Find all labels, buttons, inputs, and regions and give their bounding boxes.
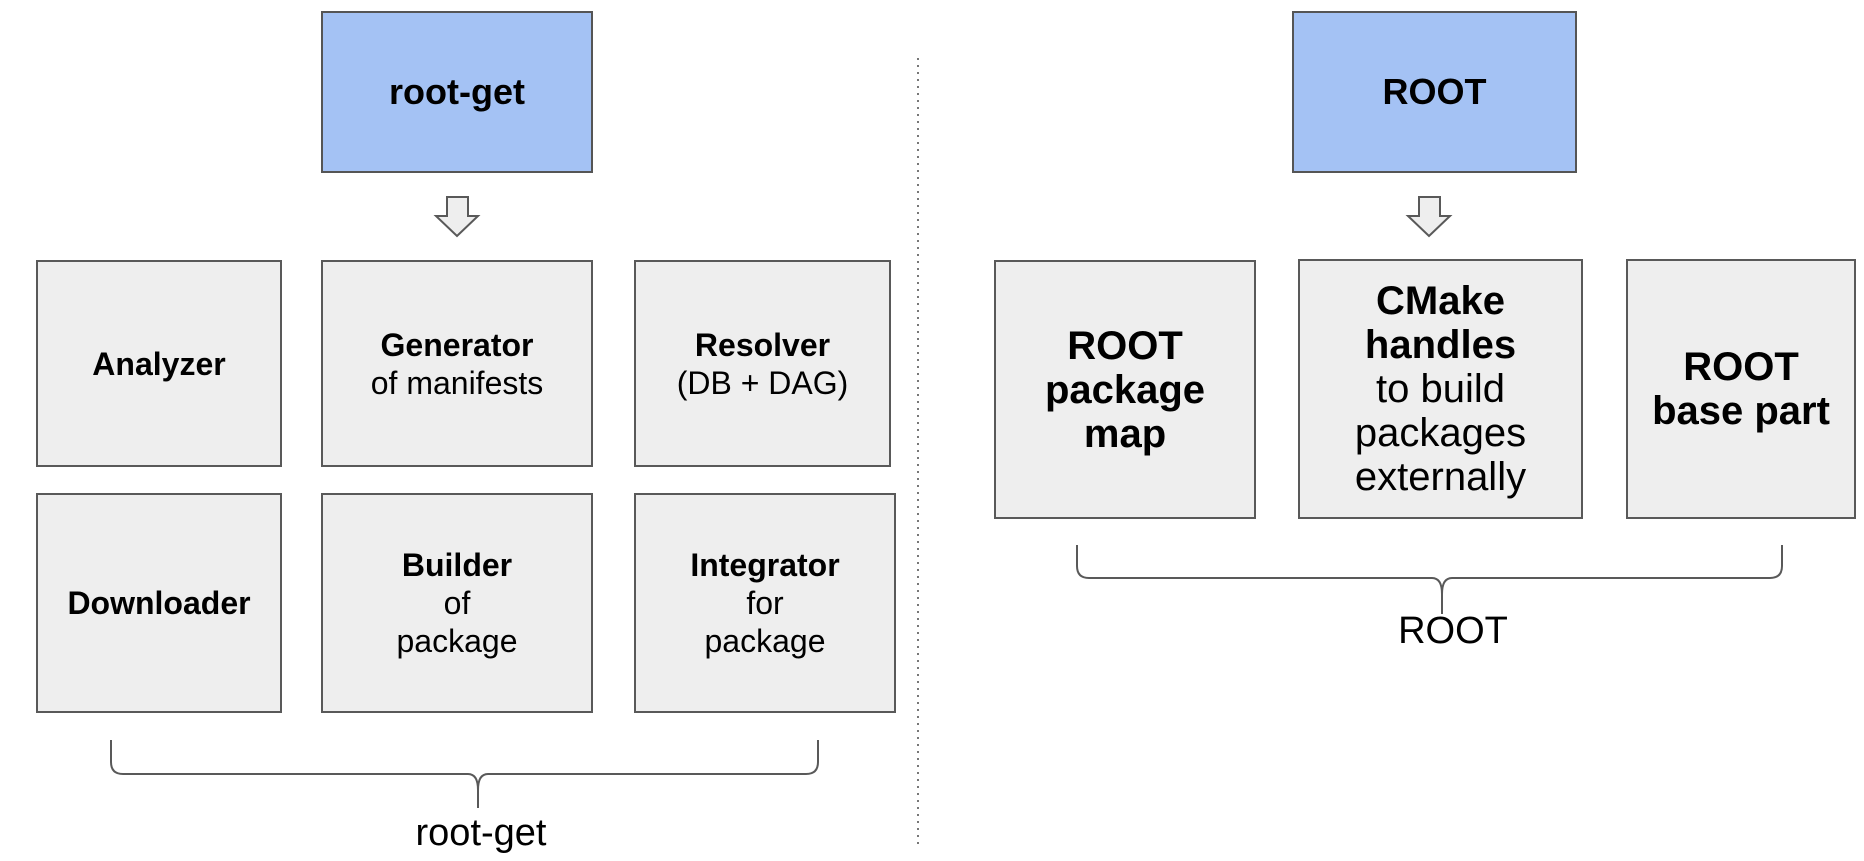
- builder-box: Builder of package: [321, 493, 593, 713]
- root-base-part-box: ROOT base part: [1626, 259, 1856, 519]
- generator-sub: of manifests: [370, 364, 544, 401]
- cmake-line5: externally: [1354, 455, 1527, 499]
- cmake-handles-box: CMake handles to build packages external…: [1298, 259, 1583, 519]
- cmake-line4: packages: [1354, 411, 1527, 455]
- root-package-map-box: ROOT package map: [994, 260, 1256, 519]
- downloader-label: Downloader: [67, 585, 251, 621]
- root-brace-label: ROOT: [1398, 610, 1508, 652]
- builder-sub2: package: [396, 623, 518, 659]
- resolver-box: Resolver (DB + DAG): [634, 260, 891, 467]
- root-get-box: root-get: [321, 11, 593, 173]
- builder-sub1: of: [443, 585, 471, 621]
- root-box: ROOT: [1292, 11, 1577, 173]
- cmake-line2: handles: [1364, 323, 1517, 367]
- resolver-sub: (DB + DAG): [676, 364, 849, 401]
- analyzer-label: Analyzer: [92, 345, 226, 382]
- generator-box: Generator of manifests: [321, 260, 593, 467]
- root-package-map-line1: ROOT: [1067, 323, 1183, 368]
- integrator-sub2: package: [704, 623, 826, 659]
- left-down-arrow: [433, 196, 481, 238]
- root-get-brace: [110, 740, 819, 808]
- root-package-map-line3: map: [1083, 411, 1167, 456]
- integrator-sub1: for: [746, 585, 784, 621]
- right-down-arrow: [1405, 196, 1453, 238]
- integrator-box: Integrator for package: [634, 493, 896, 713]
- root-title: ROOT: [1382, 71, 1487, 112]
- generator-label: Generator: [380, 326, 534, 363]
- root-get-title: root-get: [389, 71, 525, 112]
- root-base-line2: base part: [1652, 389, 1830, 433]
- resolver-label: Resolver: [694, 326, 831, 363]
- root-base-line1: ROOT: [1683, 345, 1799, 389]
- cmake-line3: to build: [1376, 367, 1505, 411]
- root-package-map-line2: package: [1044, 367, 1206, 412]
- cmake-line1: CMake: [1376, 279, 1505, 323]
- builder-label: Builder: [401, 547, 513, 583]
- analyzer-box: Analyzer: [36, 260, 282, 467]
- integrator-label: Integrator: [690, 547, 840, 583]
- root-get-brace-label: root-get: [415, 812, 547, 854]
- downloader-box: Downloader: [36, 493, 282, 713]
- root-brace: [1076, 545, 1783, 614]
